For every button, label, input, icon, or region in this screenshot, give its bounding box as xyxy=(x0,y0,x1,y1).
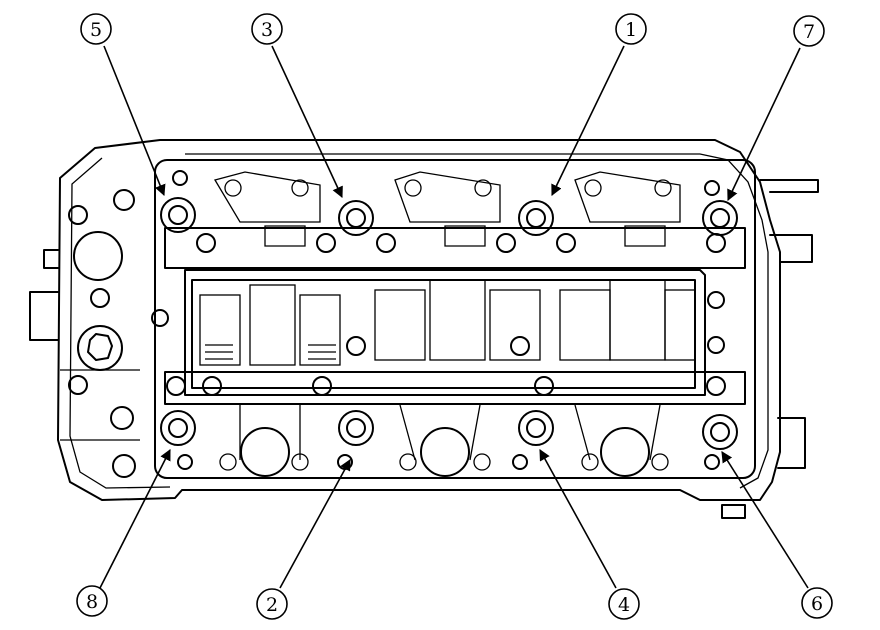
callout-label: 4 xyxy=(618,594,630,616)
bolt-1 xyxy=(518,200,554,236)
callout-1: 1 xyxy=(615,13,647,45)
bolt-4 xyxy=(518,410,554,446)
leader-line-6 xyxy=(721,451,809,589)
callout-4: 4 xyxy=(608,588,640,620)
callout-3: 3 xyxy=(251,13,283,45)
callout-label: 7 xyxy=(803,21,815,43)
leader-line-8 xyxy=(99,449,171,589)
callout-label: 2 xyxy=(266,594,278,616)
callout-label: 3 xyxy=(261,19,273,41)
bolt-3 xyxy=(338,200,374,236)
leader-line-7 xyxy=(727,47,801,202)
callout-label: 5 xyxy=(90,19,102,41)
head-bolts xyxy=(160,197,738,450)
callout-2: 2 xyxy=(256,588,288,620)
callout-label: 8 xyxy=(86,591,98,613)
cylinder-head-outline xyxy=(29,139,819,519)
leader-line-4 xyxy=(539,449,617,589)
callout-7: 7 xyxy=(793,15,825,47)
bolt-6 xyxy=(702,414,738,450)
leader-line-1 xyxy=(551,45,625,197)
leader-lines xyxy=(99,45,809,589)
bolt-5 xyxy=(160,197,196,233)
bolt-8 xyxy=(160,410,196,446)
bolt-7 xyxy=(702,200,738,236)
cam-carrier xyxy=(151,159,756,479)
callout-8: 8 xyxy=(76,585,108,617)
callout-6: 6 xyxy=(801,587,833,619)
callout-numbers: 5 3 1 7 8 2 4 6 xyxy=(76,13,833,620)
callout-label: 1 xyxy=(625,19,637,41)
leader-line-2 xyxy=(279,459,351,589)
leader-line-5 xyxy=(103,45,166,197)
leader-line-3 xyxy=(271,45,343,199)
bolt-2 xyxy=(338,410,374,446)
callout-5: 5 xyxy=(80,13,112,45)
callout-label: 6 xyxy=(811,593,823,615)
